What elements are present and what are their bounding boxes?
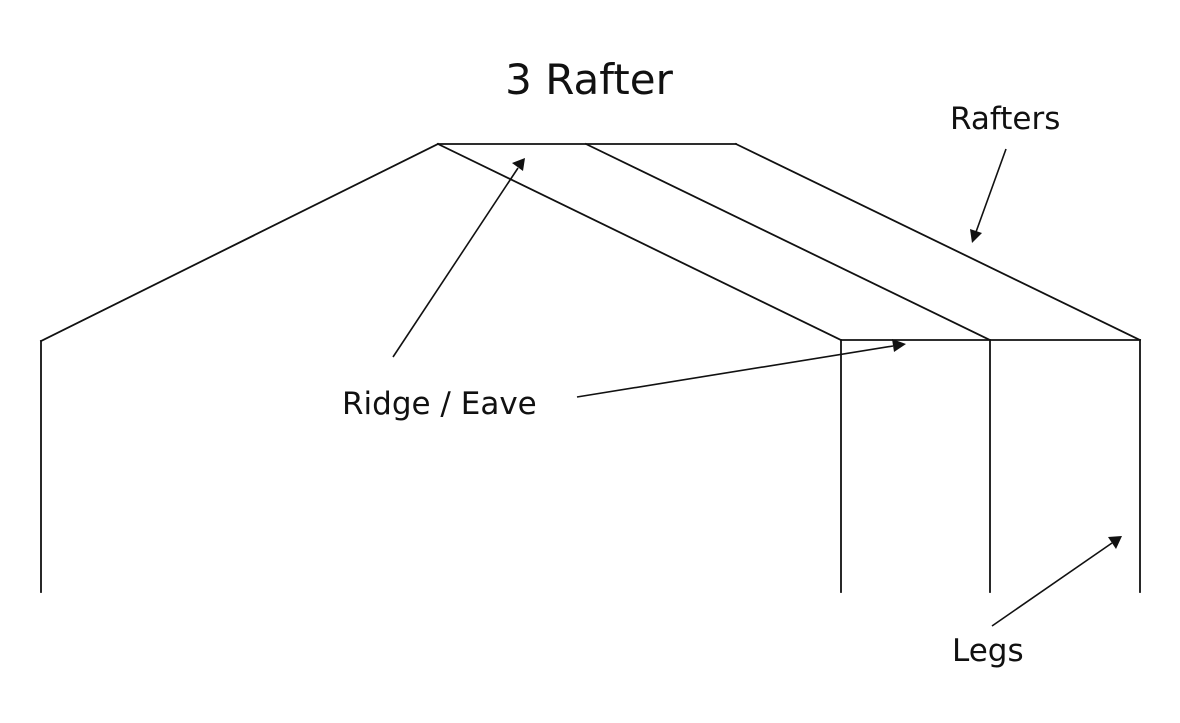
eave-arrowhead bbox=[892, 339, 906, 352]
rafters-label: Rafters bbox=[950, 101, 1060, 137]
diagram-title: 3 Rafter bbox=[505, 55, 673, 104]
rafter-2 bbox=[584, 142, 992, 342]
ridge-arrowhead bbox=[512, 158, 525, 171]
legs-label: Legs bbox=[952, 633, 1024, 669]
eave-arrow-line bbox=[576, 345, 894, 398]
rafters-arrow-line bbox=[975, 148, 1007, 233]
ridge-eave-label: Ridge / Eave bbox=[342, 386, 537, 422]
rafter-3 bbox=[734, 142, 1142, 342]
rafter-1 bbox=[436, 142, 843, 342]
legs-arrow-line bbox=[991, 542, 1113, 627]
legs-arrowhead bbox=[1108, 536, 1122, 549]
ridge-arrow-line bbox=[392, 167, 519, 358]
left-rafter bbox=[39, 142, 440, 343]
rafters-arrowhead bbox=[970, 229, 982, 243]
